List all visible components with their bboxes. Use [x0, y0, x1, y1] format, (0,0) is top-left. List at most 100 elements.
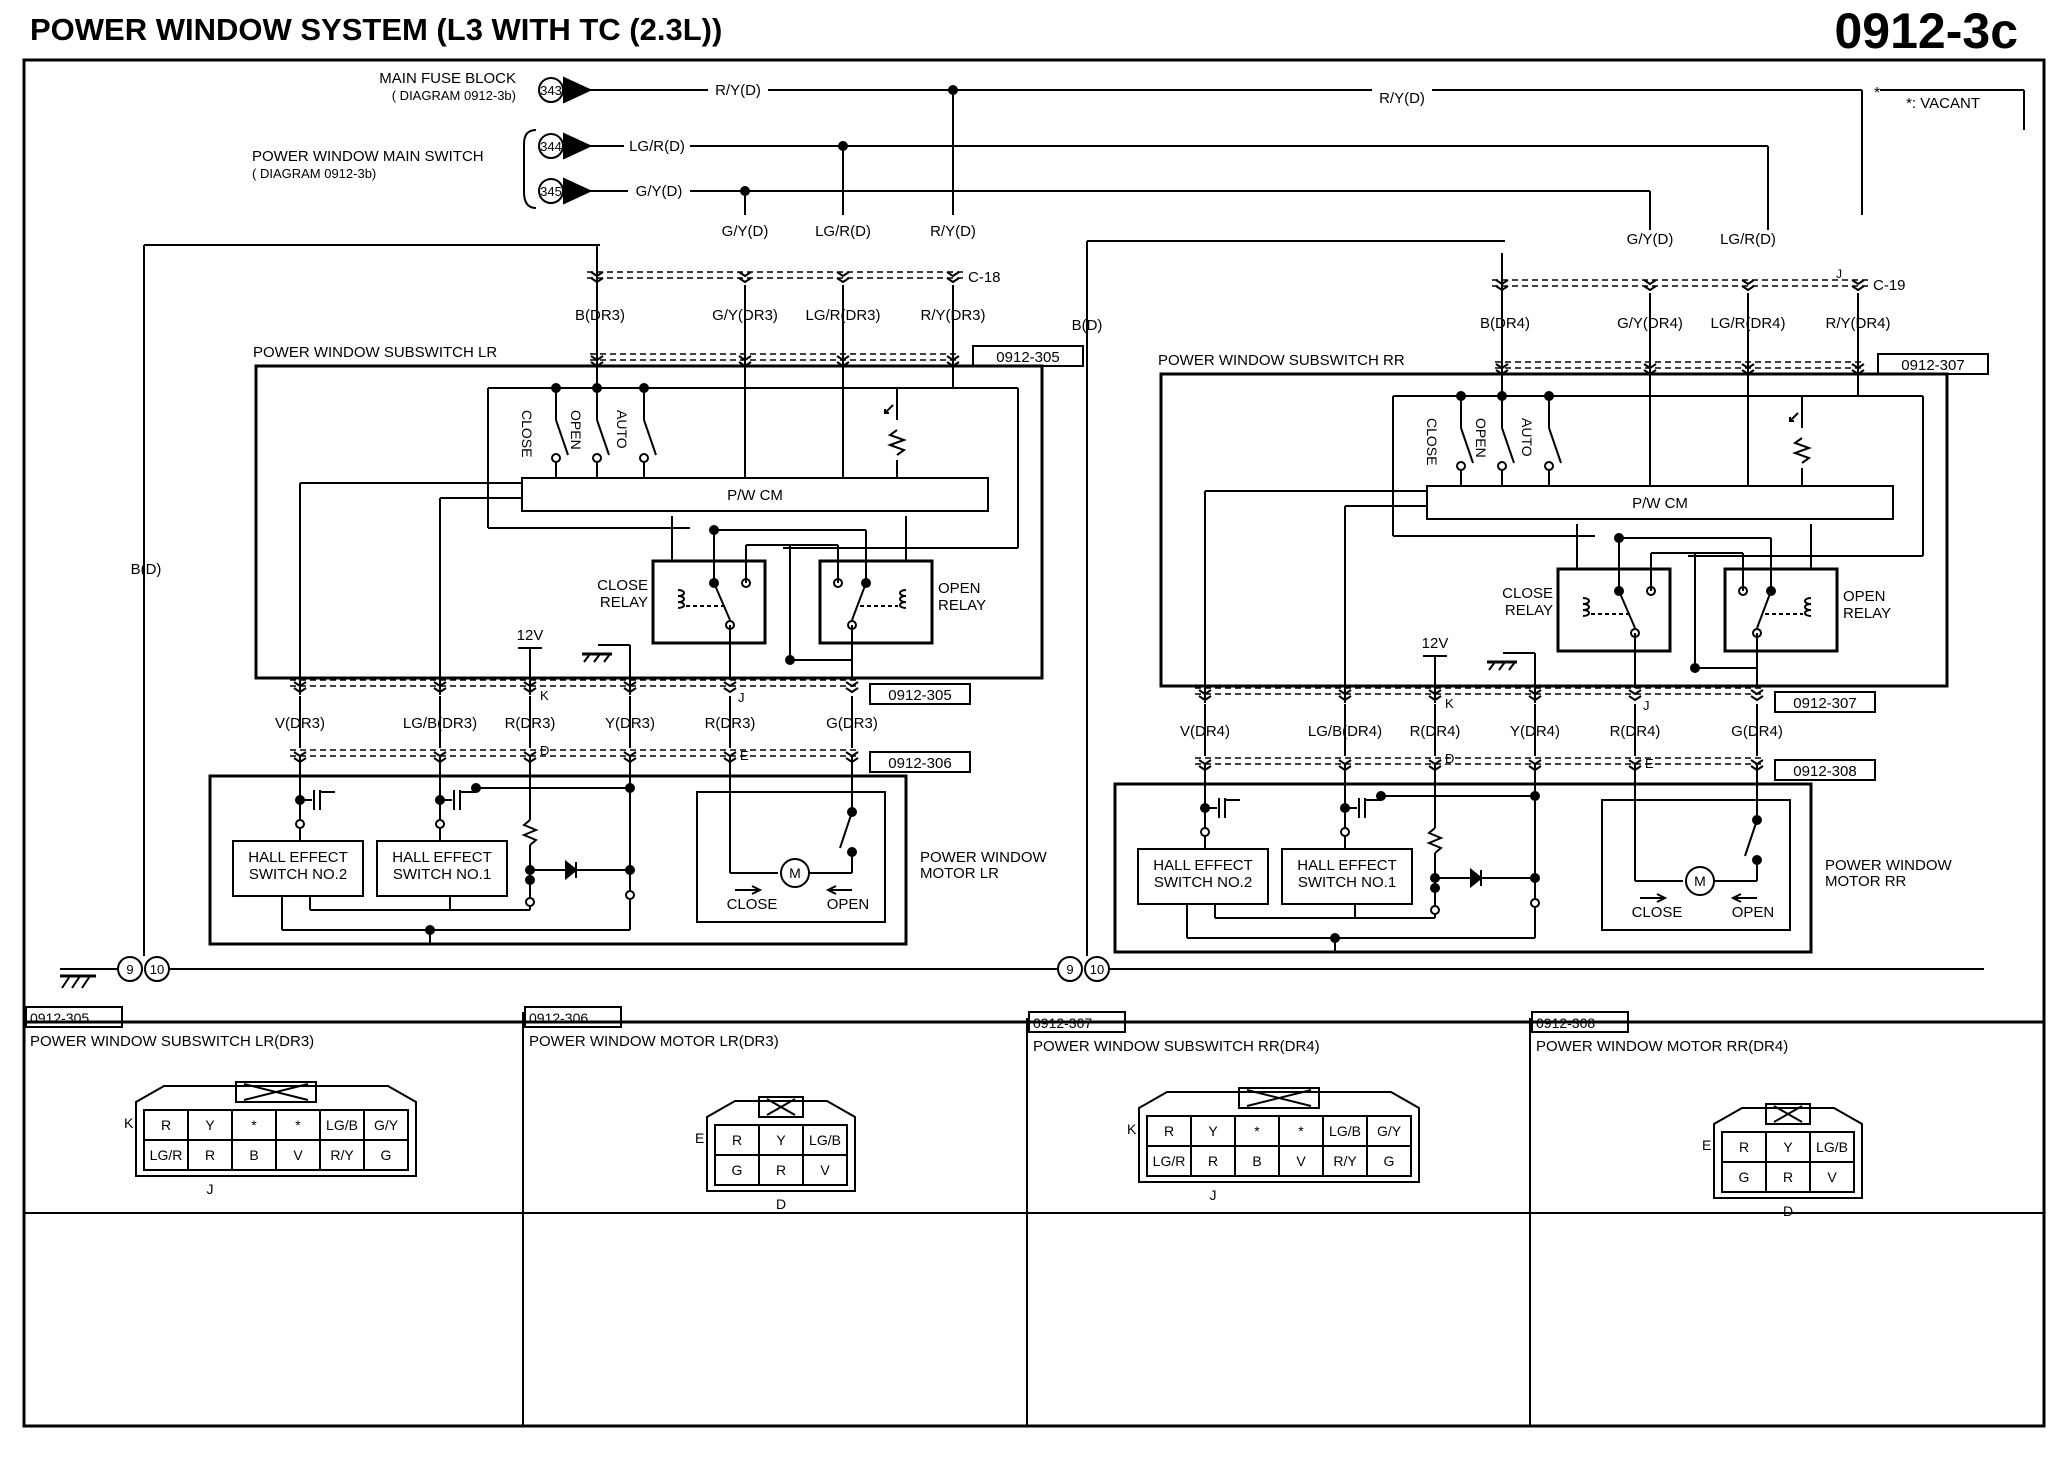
- top-wire-lgr: LG/R(D): [1720, 231, 1776, 248]
- motor-symbol-label: M: [789, 865, 801, 881]
- close-relay-label-1: CLOSE: [597, 577, 648, 594]
- connector-pin-label: V: [820, 1162, 830, 1178]
- connector-pin-label: G: [1739, 1169, 1750, 1185]
- connector-code-label: 0912-308: [1536, 1015, 1595, 1031]
- subswitch-ref-top-text: 0912-307: [1901, 357, 1964, 374]
- main-switch-label: POWER WINDOW MAIN SWITCH: [252, 148, 484, 165]
- connector-bottom-label: D: [1783, 1203, 1793, 1219]
- connector-pin-label: Y: [205, 1117, 215, 1133]
- subswitch-ref-bottom: [1774, 691, 1876, 713]
- connector-code-label: 0912-307: [1033, 1015, 1092, 1031]
- svg-text:*: *: [1874, 85, 1880, 102]
- fuse-block-label: MAIN FUSE BLOCK: [379, 70, 516, 87]
- pin-k-label: K: [540, 688, 549, 703]
- joint-connector-label: C-19: [1873, 277, 1906, 294]
- connector-latch: [758, 1096, 804, 1118]
- hall1-line2: SWITCH NO.1: [1298, 874, 1396, 891]
- connector-title-label: POWER WINDOW SUBSWITCH LR(DR3): [30, 1033, 314, 1050]
- switch-auto-label: AUTO: [1519, 418, 1535, 457]
- sub-wire-gy: G/Y(DR4): [1617, 315, 1683, 332]
- open-relay-label-2: RELAY: [938, 597, 986, 614]
- connector-pin-label: LG/B: [1816, 1139, 1848, 1155]
- sub-wire-gy: G/Y(DR3): [712, 307, 778, 324]
- open-relay-label-1: OPEN: [1843, 588, 1886, 605]
- connector-pin-label: G: [1384, 1153, 1395, 1169]
- connector-pin-label: LG/R: [1153, 1153, 1186, 1169]
- connector-code-box: [1531, 1011, 1629, 1033]
- diagram-code: 0912-3c: [1835, 3, 2019, 59]
- motor-ref-text: 0912-308: [1793, 763, 1856, 780]
- pw-cm-label: P/W CM: [727, 487, 783, 504]
- connector-code-box: [1028, 1011, 1126, 1033]
- power-source-block: MAIN FUSE BLOCK ( DIAGRAM 0912-3b) POWER…: [252, 70, 2025, 230]
- hall-switch-1: [1281, 848, 1413, 905]
- subswitch-ref-bottom-text: 0912-305: [888, 687, 951, 704]
- main-switch-ref: ( DIAGRAM 0912-3b): [252, 166, 376, 181]
- connector-pin-label: *: [251, 1117, 257, 1133]
- svg-text:343: 343: [540, 83, 562, 98]
- motor-symbol-label: M: [1694, 873, 1706, 889]
- connector-latch: [1765, 1103, 1811, 1125]
- motor-name-2: MOTOR LR: [920, 865, 999, 882]
- subswitch-ref-bottom-text: 0912-307: [1793, 695, 1856, 712]
- left-rear-circuit: C-18G/Y(D)LG/R(D)R/Y(D)B(DR3)G/Y(DR3)LG/…: [117, 223, 1084, 982]
- connector-side-label: E: [1702, 1137, 1711, 1153]
- hall2-line2: SWITCH NO.2: [1154, 874, 1252, 891]
- ground-10-label: 10: [1090, 962, 1104, 977]
- hall2-line1: HALL EFFECT: [1153, 857, 1252, 874]
- vacant-note: *: VACANT: [1906, 95, 1980, 112]
- ground-9-label: 9: [1066, 962, 1073, 977]
- ground-10: [144, 956, 170, 982]
- diagram-frame: [22, 58, 2046, 1428]
- ground-9-label: 9: [126, 962, 133, 977]
- subswitch-ref-bottom: [869, 683, 971, 705]
- pw-cm: [521, 477, 989, 512]
- connector-pin-label: R: [1208, 1153, 1218, 1169]
- connector-title-label: POWER WINDOW MOTOR LR(DR3): [529, 1033, 779, 1050]
- connector-cell: [1809, 1161, 1855, 1193]
- connector-cell: [802, 1154, 848, 1186]
- ground-9: [1057, 956, 1083, 982]
- connector-pin-label: Y: [1783, 1139, 1793, 1155]
- connector-cell: [1366, 1145, 1412, 1177]
- ground-9: [117, 956, 143, 982]
- connector-pin-label: Y: [1208, 1123, 1218, 1139]
- connector-title-label: POWER WINDOW SUBSWITCH RR(DR4): [1033, 1038, 1320, 1055]
- hall1-line2: SWITCH NO.1: [393, 866, 491, 883]
- connector-pin-label: R: [205, 1147, 215, 1163]
- motor-ref: [1774, 759, 1876, 781]
- connector-pin-label: G: [732, 1162, 743, 1178]
- subswitch-module: [254, 364, 1044, 680]
- wire-gy-d: G/Y(D): [636, 183, 683, 200]
- connector-pin-label: B: [1252, 1153, 1261, 1169]
- sub-wire-lgr: LG/R(DR4): [1710, 315, 1785, 332]
- ground-10-label: 10: [150, 962, 164, 977]
- joint-connector-label: C-18: [968, 269, 1001, 286]
- pin-344: 344: [538, 132, 593, 160]
- motor-name-1: POWER WINDOW: [1825, 857, 1952, 874]
- motor-open-label: OPEN: [827, 896, 870, 913]
- connector-pin-label: R: [1783, 1169, 1793, 1185]
- switch-close-label: CLOSE: [1424, 418, 1440, 465]
- pin-j-label: J: [1643, 698, 1650, 713]
- connector-latch: [1238, 1087, 1320, 1109]
- connector-code-label: 0912-305: [30, 1010, 89, 1026]
- connector-pin-label: R/Y: [1333, 1153, 1357, 1169]
- connector-pin-label: LG/B: [326, 1117, 358, 1133]
- connector-housing: [1713, 1107, 1863, 1199]
- supply-12v-label: 12V: [517, 627, 544, 644]
- ground-bus: [60, 968, 1984, 989]
- connector-pin-label: R: [1164, 1123, 1174, 1139]
- close-relay: [651, 559, 767, 645]
- open-relay-label-1: OPEN: [938, 580, 981, 597]
- subswitch-module: [1159, 372, 1949, 688]
- connector-pin-label: R/Y: [330, 1147, 354, 1163]
- connector-housing: [135, 1085, 417, 1177]
- motor-close-label: CLOSE: [1632, 904, 1683, 921]
- connector-pin-label: B: [249, 1147, 258, 1163]
- subswitch-label: POWER WINDOW SUBSWITCH LR: [253, 344, 497, 361]
